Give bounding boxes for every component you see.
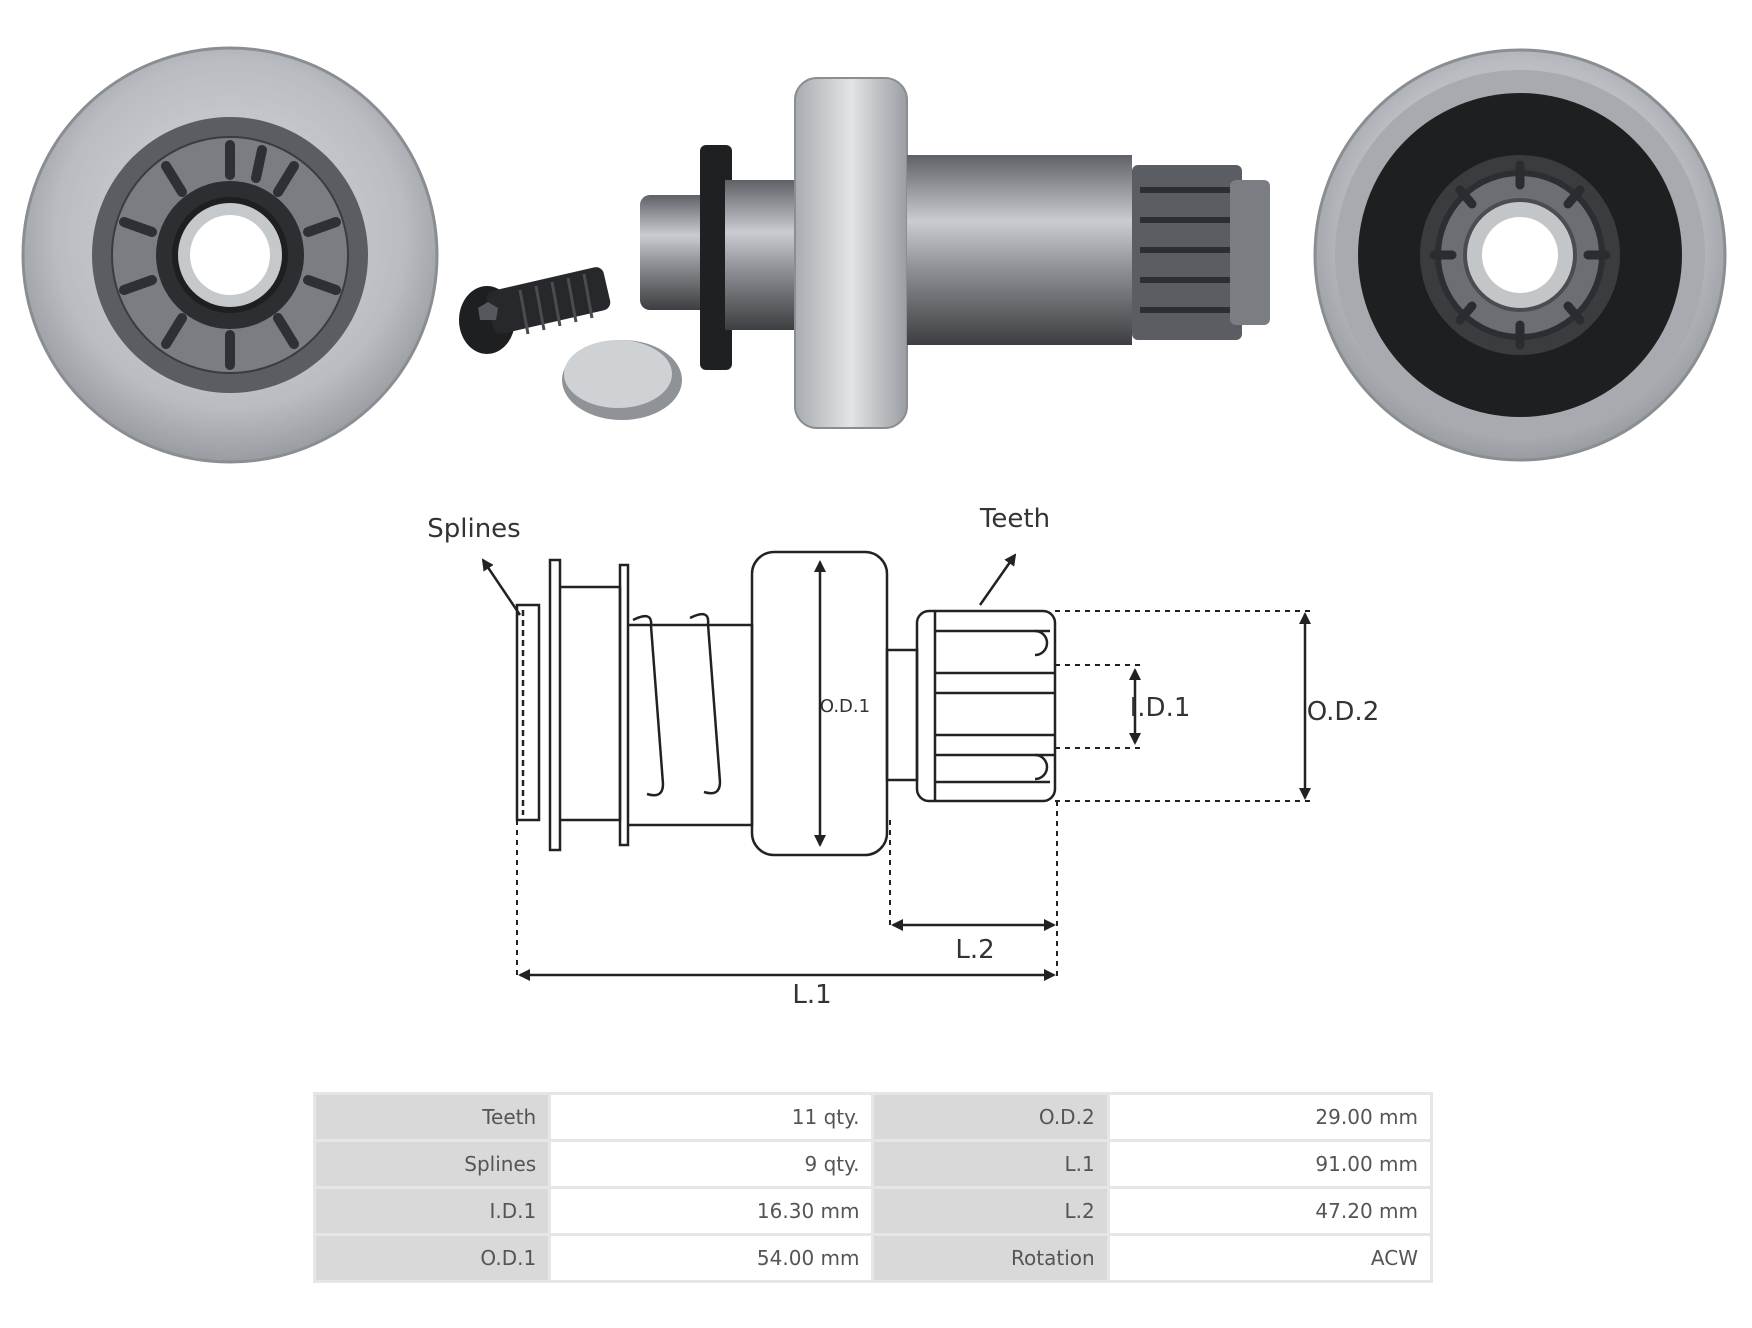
table-row: O.D.1 54.00 mm Rotation ACW [316,1236,1430,1280]
rear-view-photo [1313,48,1727,462]
label-teeth: Teeth [979,504,1050,534]
table-row: I.D.1 16.30 mm L.2 47.20 mm [316,1189,1430,1233]
spec-label: O.D.1 [316,1236,549,1280]
spec-label: L.1 [874,1142,1107,1186]
product-photos [0,0,1752,480]
spec-value: 47.20 mm [1109,1189,1430,1233]
spec-table-body: Teeth 11 qty. O.D.2 29.00 mm Splines 9 q… [316,1095,1430,1280]
spec-value: 11 qty. [551,1095,872,1139]
table-row: Teeth 11 qty. O.D.2 29.00 mm [316,1095,1430,1139]
technical-drawing-svg: Splines Teeth O.D.1 I.D.1 O.D.2 L.2 L.1 [427,504,1380,1010]
table-row: Splines 9 qty. L.1 91.00 mm [316,1142,1430,1186]
label-l2: L.2 [955,935,994,965]
drive-assembly-photo [640,77,1270,429]
label-l1: L.1 [792,980,831,1010]
spec-table: Teeth 11 qty. O.D.2 29.00 mm Splines 9 q… [313,1092,1433,1283]
spec-label: O.D.2 [874,1095,1107,1139]
spec-value: 9 qty. [551,1142,872,1186]
label-splines: Splines [427,514,520,544]
spec-value: 91.00 mm [1109,1142,1430,1186]
spec-value: ACW [1109,1236,1430,1280]
spec-value: 54.00 mm [551,1236,872,1280]
label-id1: I.D.1 [1130,693,1191,723]
spec-label: I.D.1 [316,1189,549,1233]
dimension-arrows [481,553,1311,981]
spec-label: Teeth [316,1095,549,1139]
cap-photo [562,340,682,420]
side-view-photo [459,77,1270,429]
technical-drawing: Splines Teeth O.D.1 I.D.1 O.D.2 L.2 L.1 [0,480,1752,1040]
label-od2: O.D.2 [1307,697,1380,727]
spec-label: Splines [316,1142,549,1186]
spec-value: 29.00 mm [1109,1095,1430,1139]
label-od1: O.D.1 [820,696,870,717]
screw-photo [459,267,611,354]
spec-label: L.2 [874,1189,1107,1233]
spec-value: 16.30 mm [551,1189,872,1233]
product-photos-svg [21,46,1727,464]
front-view-photo [21,46,439,464]
extension-lines [516,610,1315,980]
spec-label: Rotation [874,1236,1107,1280]
drive-outline [515,550,1057,857]
